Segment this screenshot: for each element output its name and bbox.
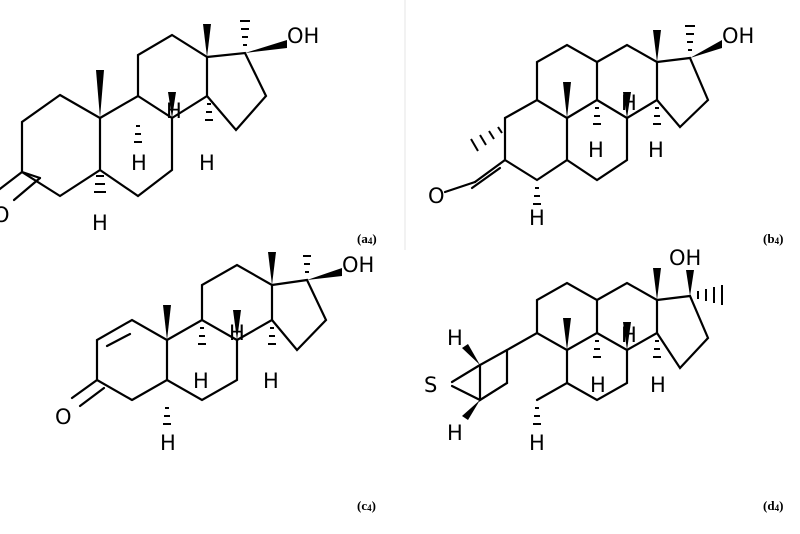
atom-d-h1: H bbox=[621, 323, 637, 347]
atom-d-h5: H bbox=[447, 421, 463, 445]
panel-label-c4: (c4) bbox=[357, 498, 376, 513]
panel-label-d4: (d4) bbox=[763, 498, 783, 513]
atom-a-h4: H bbox=[92, 211, 108, 235]
atom-d-h6: H bbox=[529, 431, 545, 455]
atom-a-oh: OH bbox=[287, 24, 319, 48]
atom-b-o: O bbox=[428, 184, 445, 208]
atom-a-o: O bbox=[0, 203, 10, 227]
atom-d-h2: H bbox=[590, 373, 606, 397]
atom-b-h1: H bbox=[621, 91, 637, 115]
atom-a-h1: H bbox=[166, 99, 182, 123]
atom-c-oh: OH bbox=[342, 253, 374, 277]
atom-d-h3: H bbox=[650, 373, 666, 397]
atom-b-h3: H bbox=[648, 138, 664, 162]
atom-a-h3: H bbox=[199, 151, 215, 175]
panel-label-a4: (a4) bbox=[357, 231, 377, 246]
panel-label-b4: (b4) bbox=[763, 231, 783, 246]
atom-c-o: O bbox=[55, 405, 72, 429]
structure-d4: OH H H H H S H H (d4) bbox=[424, 246, 783, 513]
atom-a-h2: H bbox=[131, 151, 147, 175]
atom-d-s: S bbox=[424, 373, 437, 397]
atom-b-h4: H bbox=[529, 206, 545, 230]
atom-b-h2: H bbox=[588, 138, 604, 162]
atom-c-h2: H bbox=[193, 369, 209, 393]
atom-d-oh: OH bbox=[669, 246, 701, 270]
atom-b-oh: OH bbox=[722, 24, 754, 48]
atom-c-h1: H bbox=[229, 321, 245, 345]
structure-b4: OH H H H O H (b4) bbox=[428, 24, 783, 246]
structure-a4: OH H H H O H (a4) bbox=[0, 20, 377, 246]
structure-c4: OH H H H O H (c4) bbox=[55, 252, 376, 513]
atom-d-h4: H bbox=[447, 326, 463, 350]
atom-c-h3: H bbox=[263, 369, 279, 393]
atom-c-h4: H bbox=[160, 431, 176, 455]
